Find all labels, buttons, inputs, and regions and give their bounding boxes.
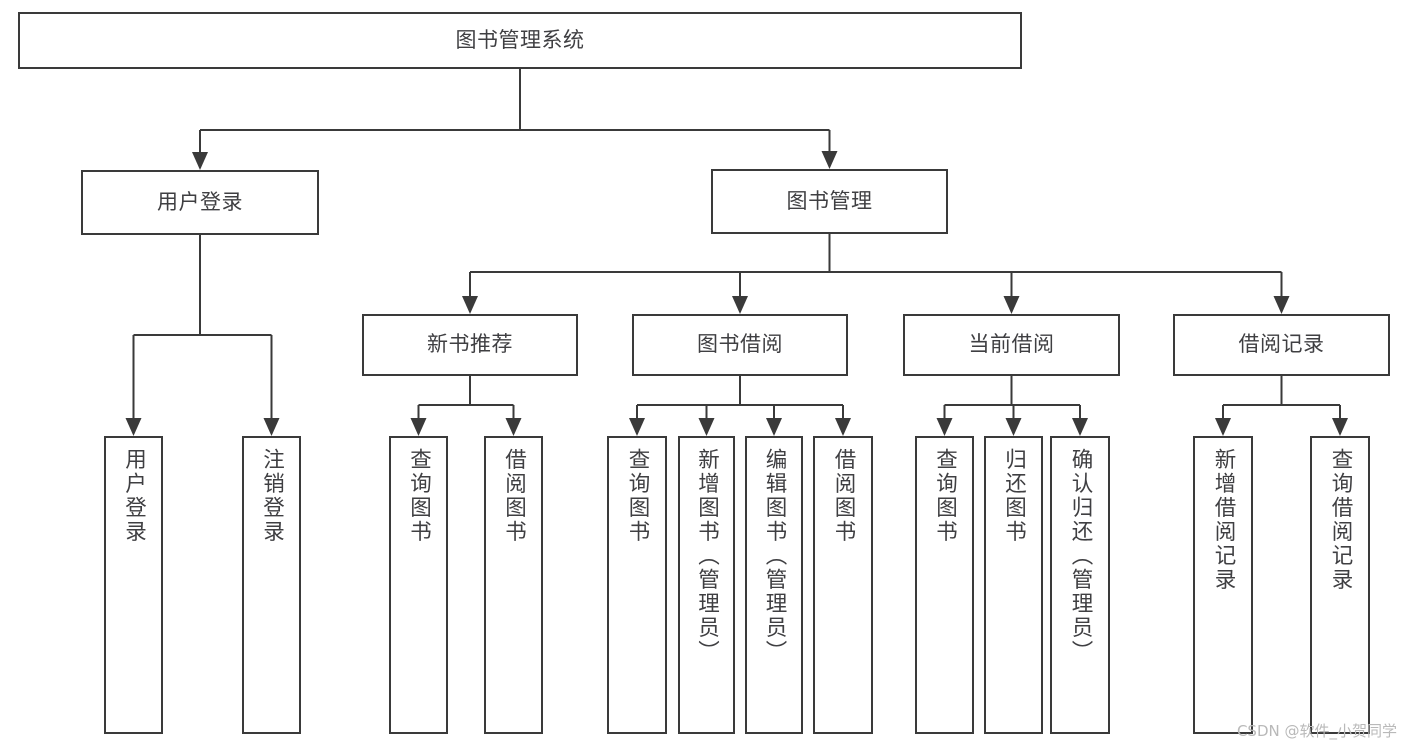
node-borrow[interactable]: 图书借阅: [632, 314, 848, 376]
node-queryrecord[interactable]: 查询借阅记录: [1310, 436, 1370, 734]
node-label: 借阅图书: [831, 448, 857, 544]
node-q3[interactable]: 查询图书: [915, 436, 974, 734]
node-logout[interactable]: 注销登录: [242, 436, 301, 734]
node-addbook[interactable]: 新增图书（管理员）: [678, 436, 735, 734]
node-label: 图书管理: [786, 188, 873, 213]
node-label: 查询图书: [932, 448, 958, 544]
node-label: 新增借阅记录: [1211, 448, 1237, 592]
node-label: 当前借阅: [968, 332, 1055, 357]
node-label: 归还图书: [1001, 448, 1027, 544]
node-label: 查询借阅记录: [1328, 448, 1354, 592]
node-root[interactable]: 图书管理系统: [18, 12, 1022, 69]
node-label: 借阅记录: [1238, 332, 1325, 357]
node-addrecord[interactable]: 新增借阅记录: [1193, 436, 1253, 734]
node-confirm[interactable]: 确认归还（管理员）: [1050, 436, 1110, 734]
node-label: 查询图书: [625, 448, 651, 544]
node-label: 确认归还（管理员）: [1068, 448, 1094, 664]
node-label: 用户登录: [157, 189, 243, 214]
node-b1[interactable]: 借阅图书: [484, 436, 543, 734]
node-label: 图书管理系统: [455, 27, 585, 52]
node-label: 编辑图书（管理员）: [762, 448, 788, 664]
csdn-watermark: CSDN @软件_小贺同学: [1236, 722, 1397, 740]
node-userlogin[interactable]: 用户登录: [104, 436, 163, 734]
node-bookmgmt[interactable]: 图书管理: [711, 169, 948, 234]
node-label: 查询图书: [406, 448, 432, 544]
node-label: 新书推荐: [427, 332, 513, 357]
node-return[interactable]: 归还图书: [984, 436, 1043, 734]
node-login[interactable]: 用户登录: [81, 170, 319, 235]
node-label: 图书借阅: [697, 332, 783, 357]
node-label: 用户登录: [121, 448, 147, 544]
node-editbook[interactable]: 编辑图书（管理员）: [745, 436, 803, 734]
node-b2[interactable]: 借阅图书: [813, 436, 873, 734]
node-label: 新增图书（管理员）: [694, 448, 720, 664]
node-label: 借阅图书: [501, 448, 527, 544]
node-records[interactable]: 借阅记录: [1173, 314, 1390, 376]
node-q1[interactable]: 查询图书: [389, 436, 448, 734]
node-newbook[interactable]: 新书推荐: [362, 314, 578, 376]
node-current[interactable]: 当前借阅: [903, 314, 1120, 376]
node-label: 注销登录: [259, 448, 285, 544]
node-q2[interactable]: 查询图书: [607, 436, 667, 734]
